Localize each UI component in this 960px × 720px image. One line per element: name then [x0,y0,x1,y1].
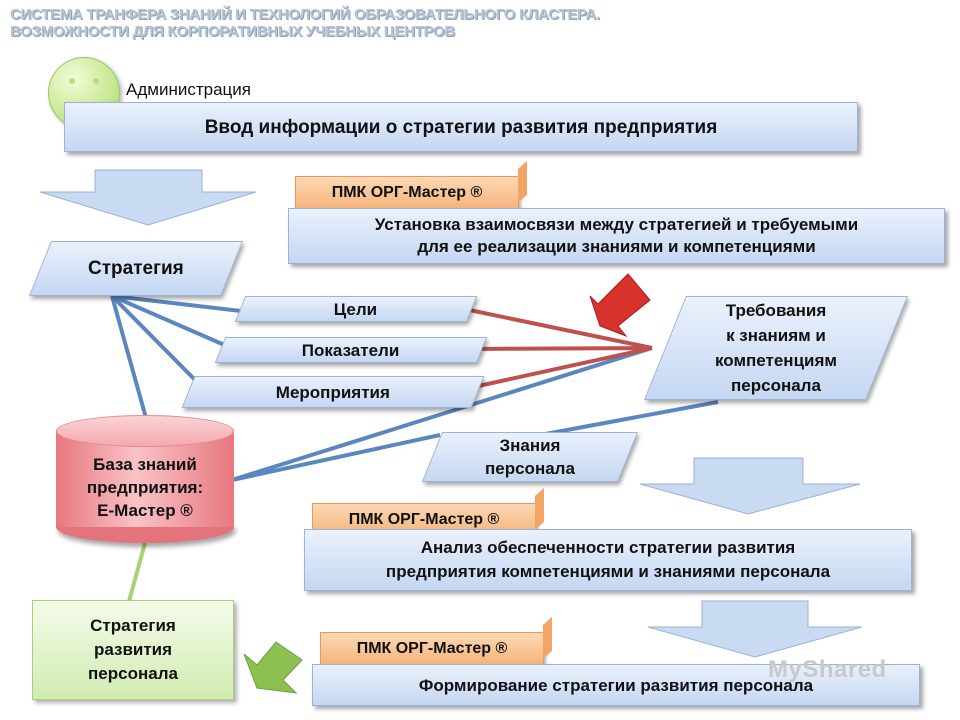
strategy-connectors [110,294,719,482]
goals-label: Цели [334,299,378,319]
knowledge-node: Знания персонала [421,432,639,482]
connector-strategy-goals [111,294,259,315]
indicators-label: Показатели [302,340,400,360]
analysis-step-box: Анализ обеспеченности стратегии развития… [304,529,912,591]
indicators-node: Показатели [214,337,488,363]
watermark-logo: MyShared [768,656,887,683]
connector-goals-requirements [454,305,653,350]
goals-node: Цели [234,296,478,322]
connector-base-requirements [231,346,653,482]
tool-tab-label-3: ПМК ОРГ-Мастер ® [356,640,508,657]
slide-title: СИСТЕМА ТРАНФЕРА ЗНАНИЙ И ТЕХНОЛОГИЙ ОБР… [10,6,710,40]
knowledge-line-2: персонала [485,459,575,478]
staff-strategy-box: Стратегия развития персонала [32,600,234,700]
slide-title-line-2: ВОЗМОЖНОСТИ ДЛЯ КОРПОРАТИВНЫХ УЧЕБНЫХ ЦЕ… [10,23,455,40]
analysis-step-line-2: предприятия компетенциями и знаниями пер… [385,562,831,581]
connector-strategy-measures [110,294,210,395]
connector-knowledge-requirements [539,400,719,437]
requirements-line-3: компетенциям [715,351,837,370]
requirement-connectors [454,305,653,392]
knowledge-base-line-3: Е-Мастер ® [97,501,193,520]
connector-strategy-indicators [111,294,237,352]
requirements-line-4: персонала [731,376,821,395]
red-arrow-icon [589,273,651,338]
requirements-line-2: к знаниям и [726,326,826,345]
down-arrow-3 [647,600,863,658]
tool-tab-label-2: ПМК ОРГ-Мастер ® [348,511,500,528]
link-step-line-1: Установка взаимосвязи между стратегией и… [374,215,859,234]
slide-title-line-1: СИСТЕМА ТРАНФЕРА ЗНАНИЙ И ТЕХНОЛОГИЙ ОБР… [10,6,600,23]
strategy-node: Стратегия [28,241,244,296]
link-step-line-2: для ее реализации знаниями и компетенция… [417,237,816,256]
knowledge-base-line-2: предприятия: [86,478,204,497]
connector-base-knowledge [231,433,441,482]
staff-strategy-line-1: Стратегия [90,616,176,635]
admin-input-text: Ввод информации о стратегии развития пре… [204,116,718,138]
connector-indicators-requirements [459,346,653,351]
formation-step-box: Формирование стратегии развития персонал… [312,664,920,706]
requirements-line-1: Требования [725,301,827,320]
down-arrow-1 [39,169,257,226]
connector-measures-requirements [459,346,653,392]
knowledge-line-1: Знания [499,436,561,455]
green-arrow-icon [243,641,303,694]
strategy-label: Стратегия [88,258,184,279]
tool-tab-label-1: ПМК ОРГ-Мастер ® [331,184,483,201]
formation-step-text: Формирование стратегии развития персонал… [418,675,814,695]
admin-label: Администрация [126,80,251,99]
knowledge-base-line-1: База знаний [93,455,197,474]
link-step-box: Установка взаимосвязи между стратегией и… [288,208,945,264]
measures-label: Мероприятия [275,382,391,402]
requirements-node: Требования к знаниям и компетенциям перс… [643,296,909,400]
staff-strategy-line-3: персонала [88,664,178,683]
connector-base-staff-strategy [126,542,147,606]
measures-node: Мероприятия [181,376,485,408]
analysis-step-line-1: Анализ обеспеченности стратегии развития [420,538,796,557]
staff-strategy-line-2: развития [93,640,173,659]
tool-tab-1: ПМК ОРГ-Мастер ® [295,176,519,210]
tool-tab-3: ПМК ОРГ-Мастер ® [320,632,544,666]
admin-input-box: Ввод информации о стратегии развития пре… [64,102,858,152]
knowledge-base-cylinder: База знаний предприятия: Е-Мастер ® [56,415,234,543]
down-arrow-2 [639,457,861,515]
connector-strategy-base [110,295,148,419]
